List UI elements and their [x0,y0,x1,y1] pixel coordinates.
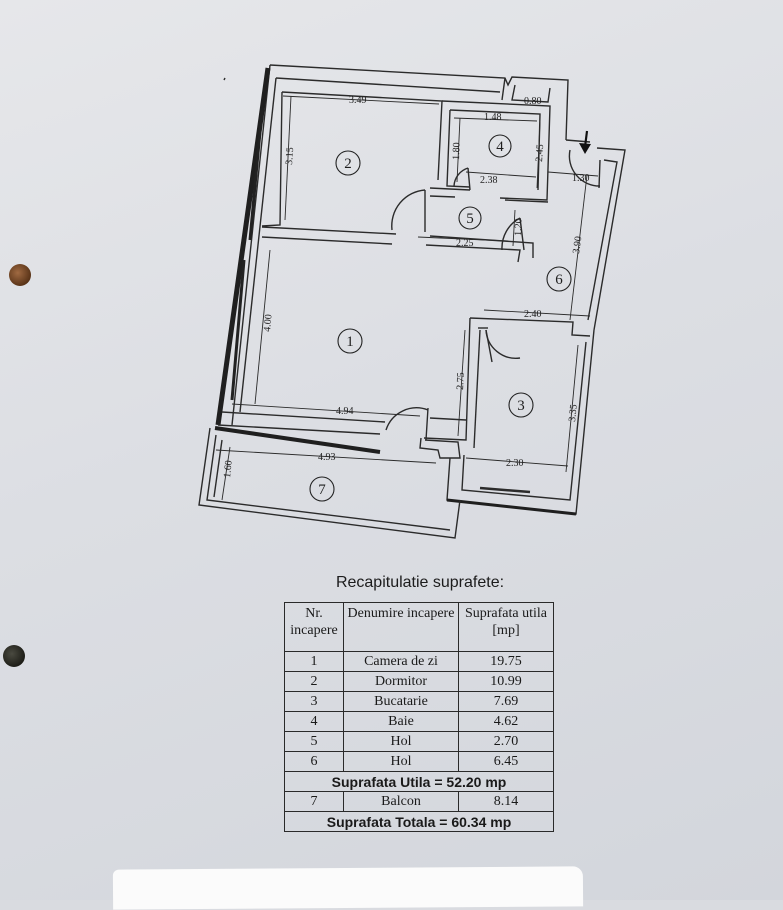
cell-nr: 2 [284,671,344,692]
table-row: 5 Hol 2.70 [284,731,554,752]
header-name: Denumire incapere [343,602,459,652]
cell-nr: 7 [284,791,344,812]
dim-1-20: 1.20 [513,218,525,236]
room-label-2: 2 [335,150,361,176]
cell-name: Baie [343,711,459,732]
room-label-6: 6 [546,266,572,292]
area-summary-table: Nr. incapere Denumire incapere Suprafata… [284,602,554,832]
header-area: Suprafata utila [mp] [458,602,554,652]
dim-0-80: 0.80 [524,96,542,107]
cell-name: Balcon [343,791,459,812]
redaction-strip [112,866,584,910]
dim-1-80: 1.80 [451,142,463,160]
grand-total: Suprafata Totala = 60.34 mp [284,811,554,832]
room-label-4: 4 [488,134,512,158]
svg-text:5: 5 [466,211,474,227]
dim-1-48: 1.48 [484,112,502,123]
dim-2-45: 2.45 [534,144,546,162]
floor-plan: 3.49 3.15 1.48 0.80 1.80 2.45 2.38 1.30 … [198,64,626,539]
summary-title: Recapitulatie suprafete: [335,574,505,591]
dim-2-38: 2.38 [480,175,498,186]
table-row: 6 Hol 6.45 [284,751,554,772]
dim-3-90: 3.90 [571,236,584,255]
cell-area: 6.45 [458,751,554,772]
dim-3-35: 3.35 [567,404,580,423]
dim-3-49: 3.49 [349,95,367,106]
table-row: 3 Bucatarie 7.69 [284,691,554,712]
dim-2-25: 2.25 [456,238,474,249]
cell-area: 2.70 [458,731,554,752]
dim-3-15: 3.15 [284,147,296,165]
header-nr: Nr. incapere [284,602,344,652]
svg-text:2: 2 [344,156,352,172]
grand-total-row: Suprafata Totala = 60.34 mp [284,811,554,832]
cell-name: Hol [343,751,459,772]
usable-total-row: Suprafata Utila = 52.20 mp [284,771,554,792]
arrow-down-icon [579,130,591,154]
dim-4-93: 4.93 [318,452,336,463]
room-label-5: 5 [458,206,482,230]
table-row: 4 Baie 4.62 [284,711,554,732]
room-label-7: 7 [309,476,335,502]
svg-text:6: 6 [555,272,563,288]
room-label-1: 1 [337,328,363,354]
cell-nr: 6 [284,751,344,772]
dim-4-00: 4.00 [262,314,274,332]
dim-4-94: 4.94 [336,406,354,417]
dim-1-30: 1.30 [572,173,590,184]
punch-hole-lower [3,645,25,667]
room-label-3: 3 [508,392,534,418]
dim-2-30: 2.30 [506,458,524,469]
cell-nr: 4 [284,711,344,732]
cell-nr: 1 [284,651,344,672]
cell-name: Hol [343,731,459,752]
cell-area: 19.75 [458,651,554,672]
punch-hole-upper [9,264,31,286]
cell-area: 7.69 [458,691,554,712]
dim-1-60: 1.60 [222,460,235,479]
cell-area: 4.62 [458,711,554,732]
table-header-row: Nr. incapere Denumire incapere Suprafata… [284,602,554,652]
dim-2-75: 2.75 [455,372,467,390]
table-row: 1 Camera de zi 19.75 [284,651,554,672]
svg-text:7: 7 [318,482,326,498]
table-row: 2 Dormitor 10.99 [284,671,554,692]
cell-name: Bucatarie [343,691,459,712]
cell-name: Dormitor [343,671,459,692]
table-row: 7 Balcon 8.14 [284,791,554,812]
cell-area: 10.99 [458,671,554,692]
svg-text:3: 3 [517,398,525,414]
cell-area: 8.14 [458,791,554,812]
dim-2-40: 2.40 [524,309,542,320]
usable-total: Suprafata Utila = 52.20 mp [284,771,554,792]
svg-text:1: 1 [346,334,354,350]
svg-text:4: 4 [496,139,504,155]
cell-nr: 3 [284,691,344,712]
cell-name: Camera de zi [343,651,459,672]
cell-nr: 5 [284,731,344,752]
